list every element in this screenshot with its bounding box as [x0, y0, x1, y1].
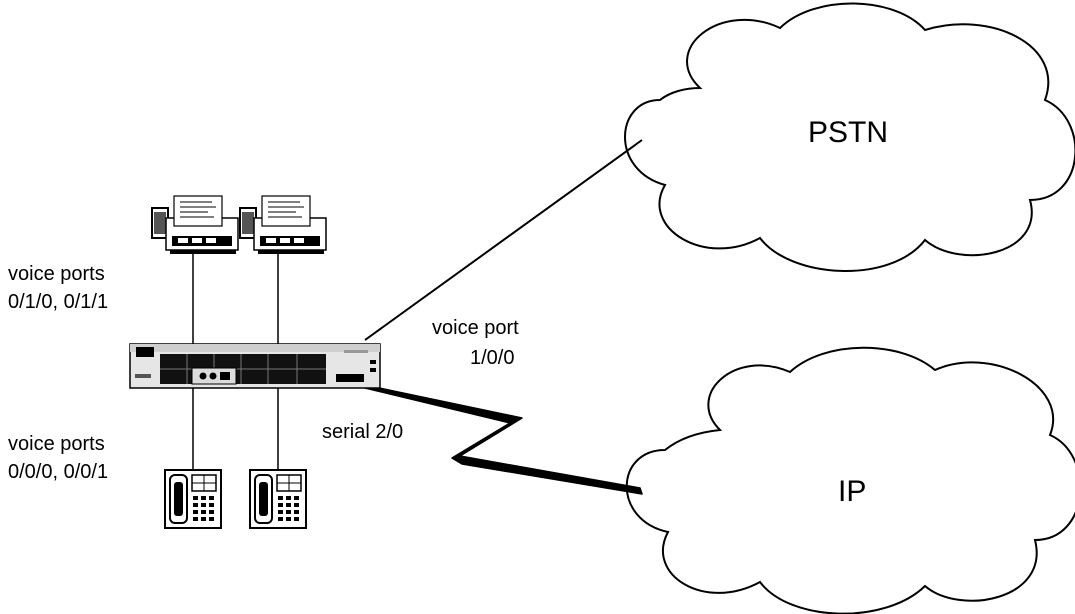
pstn-port-label-line1: voice port [432, 317, 519, 339]
pstn-port-label-line2: 1/0/0 [470, 347, 515, 369]
ip-cloud [625, 346, 1075, 614]
fxs-ports-label-line1: voice ports [8, 263, 105, 285]
ip-cloud-label: IP [838, 475, 867, 508]
pstn-link [364, 139, 643, 341]
serial-port-label: serial 2/0 [322, 421, 404, 443]
fxo-ports-label-line2: 0/0/0, 0/0/1 [8, 461, 109, 483]
pstn-cloud-label: PSTN [808, 116, 889, 149]
fxo-ports-label-line1: voice ports [8, 433, 105, 455]
telephone-icon [249, 469, 307, 529]
serial-lightning-icon [364, 384, 643, 495]
fax-machine-icon [151, 195, 239, 254]
fxs-ports-label-line2: 0/1/0, 0/1/1 [8, 291, 109, 313]
telephone-icon [164, 469, 222, 529]
router-icon [129, 343, 381, 389]
fax-machine-icon [239, 195, 327, 254]
pstn-cloud [624, 2, 1075, 272]
